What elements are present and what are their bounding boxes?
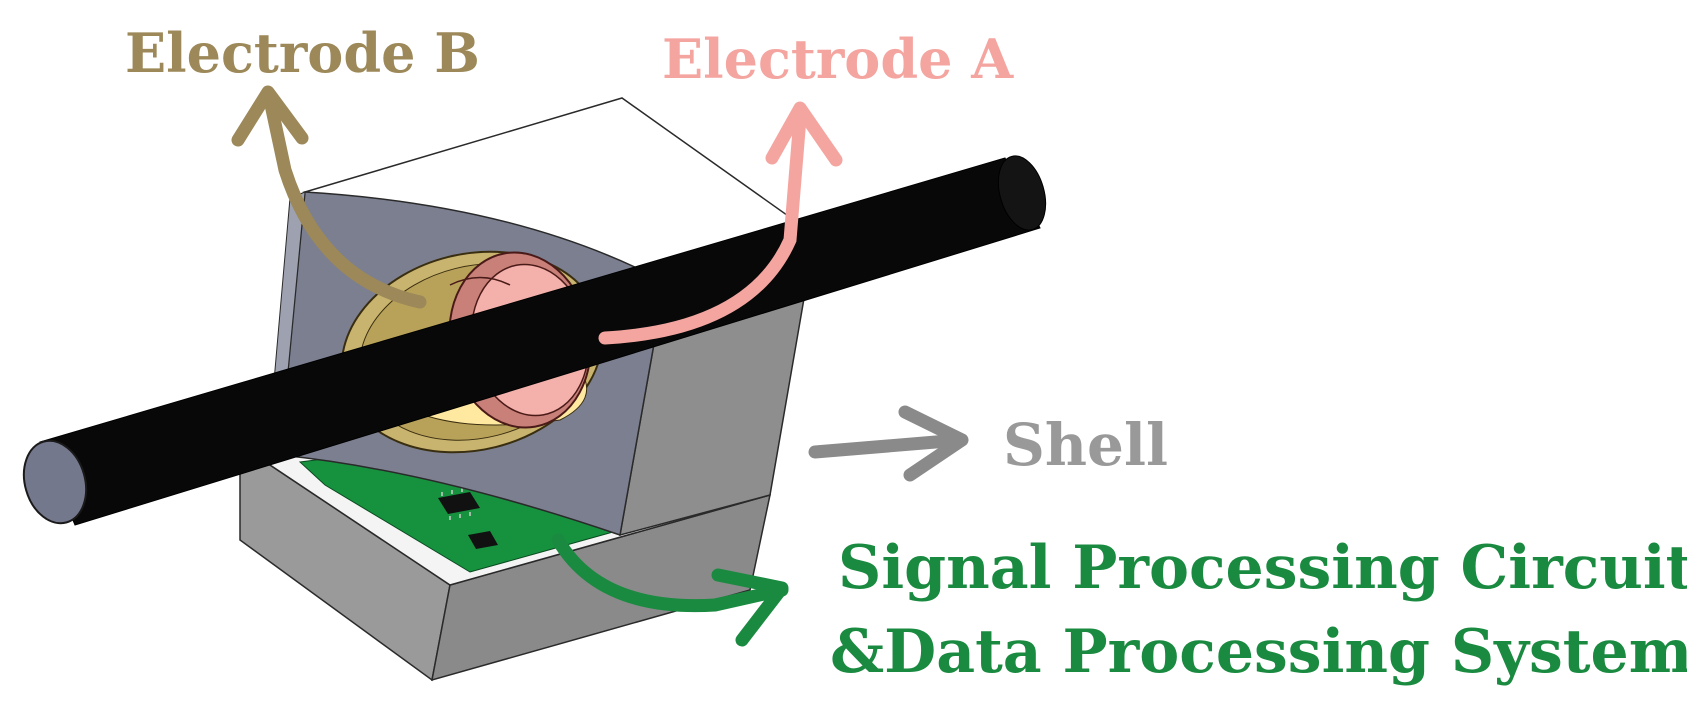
shell-label: Shell (1003, 411, 1168, 479)
circuit-label-line2: &Data Processing System (830, 617, 1687, 687)
circuit-label-line1: Signal Processing Circuit (838, 533, 1687, 603)
ic-chip-icon (438, 488, 480, 520)
circuit-arrow-icon (551, 533, 789, 647)
electrode-b-label: Electrode B (125, 21, 480, 85)
rod-far-end (997, 155, 1047, 231)
shell-arrow-icon (808, 405, 969, 482)
electrode-a-label: Electrode A (662, 27, 1014, 91)
rod-near-end (22, 439, 88, 525)
small-chip-icon (468, 531, 498, 549)
electrode-b-arrow-icon (231, 85, 427, 309)
electrode-a-arrow-icon (598, 101, 843, 345)
